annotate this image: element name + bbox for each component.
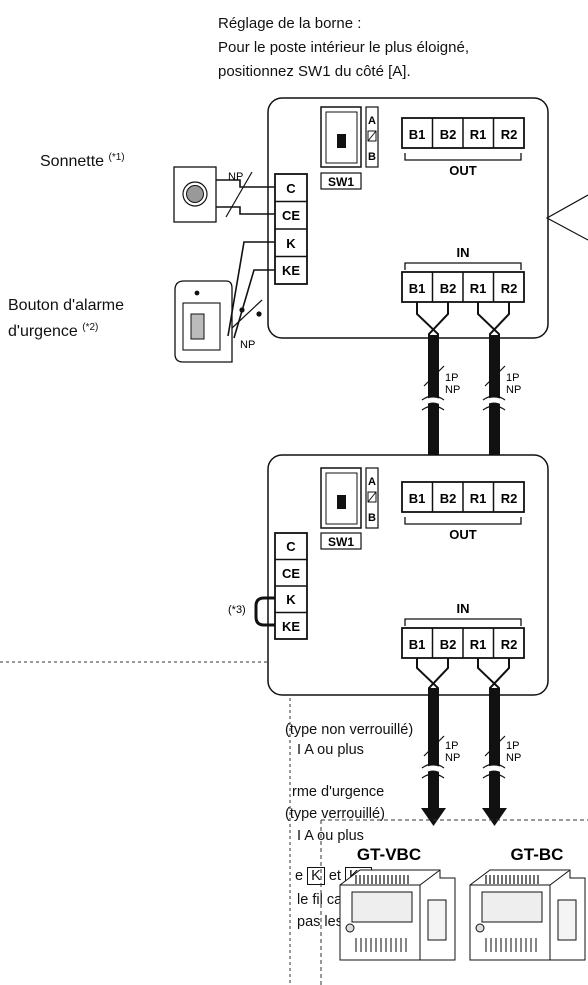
upper-out-b2: B2 [440, 127, 457, 142]
adaptors-frame [320, 819, 588, 985]
alarm-label-line-1: Bouton d'alarme [8, 297, 125, 314]
alarm-label-line-2: d'urgence (*2) [8, 318, 98, 342]
upper-terminal-k: K [286, 236, 296, 251]
note-3a-pre: e [295, 868, 304, 884]
lower-terminal-ce: CE [282, 566, 300, 581]
lower-sw-b: B [368, 512, 376, 524]
lower-in-r2: R2 [501, 637, 518, 652]
lower-terminal-k: K [286, 592, 296, 607]
lower-sw1-switch[interactable]: A B [320, 467, 379, 529]
lower-left-terminals: C CE K KE [274, 532, 308, 640]
lower-out-terminals: B1 B2 R1 R2 OUT [401, 481, 525, 542]
upper-sw-a: A [368, 115, 376, 127]
doorbell-label-text: Sonnette [40, 153, 105, 170]
note-1b: I A ou plus [297, 742, 364, 758]
note-2b: (type verrouillé) [285, 806, 385, 822]
lower-out-r1: R1 [470, 491, 487, 506]
upper-cable-np-right: NP [506, 384, 521, 396]
lower-in-r1: R1 [470, 637, 487, 652]
lower-sw-a: A [368, 476, 376, 488]
alarm-button-device: NP [174, 241, 275, 363]
note-2c-text: A ou plus [304, 828, 364, 844]
header-line-3: positionnez SW1 du côté [A]. [218, 63, 411, 80]
lower-out-r2: R2 [501, 491, 518, 506]
adaptor-gt-bc-image [469, 869, 586, 961]
lower-cable-np-left: NP [445, 752, 460, 764]
lower-sw1-label: SW1 [328, 535, 354, 549]
note-2c: I A ou plus [297, 828, 364, 844]
upper-cable-1p-right: 1P [506, 372, 519, 384]
cable-pair-lower: 1P NP 1P NP [416, 658, 521, 826]
lower-terminal-ke: KE [282, 619, 300, 634]
jumper-wire [254, 596, 275, 627]
upper-out-terminals: B1 B2 R1 R2 OUT [401, 117, 525, 178]
upper-in-b1: B1 [409, 281, 426, 296]
upper-cable-1p-left: 1P [445, 372, 458, 384]
upper-cable-np-left: NP [445, 384, 460, 396]
upper-in-r2: R2 [501, 281, 518, 296]
note-2a: rme d'urgence [292, 784, 385, 800]
lower-cable-np-right: NP [506, 752, 521, 764]
upper-out-r2: R2 [501, 127, 518, 142]
lower-in-terminals: IN B1 B2 R1 R2 [401, 601, 525, 659]
upper-out-label: OUT [449, 163, 477, 178]
upper-in-b2: B2 [440, 281, 457, 296]
upper-out-r1: R1 [470, 127, 487, 142]
cable-pair-upper: 1P NP 1P NP [416, 302, 521, 483]
lower-cable-1p-right: 1P [506, 740, 519, 752]
upper-sw1-label: SW1 [328, 175, 354, 189]
upper-in-label: IN [457, 245, 470, 260]
doorbell-ref: (*1) [108, 152, 125, 163]
note-1a: (type non verrouillé) [285, 722, 414, 738]
adaptor-gt-bc-label: GT-BC [511, 845, 564, 864]
notes-frame [0, 661, 291, 985]
lower-terminal-c: C [286, 539, 296, 554]
upper-in-terminals: IN B1 B2 R1 R2 [401, 245, 525, 303]
upper-sw-b: B [368, 151, 376, 163]
upper-in-r1: R1 [470, 281, 487, 296]
upper-terminal-ce: CE [282, 208, 300, 223]
adaptor-gt-vbc-label: GT-VBC [357, 845, 421, 864]
upper-station: A B SW1 B1 B2 R1 R2 OUT IN B1 B2 [267, 97, 588, 339]
upper-sw1-switch[interactable]: A B [320, 106, 379, 168]
alarm-ref: (*2) [82, 322, 99, 333]
header-line-1: Réglage de la borne : [218, 15, 362, 32]
lower-out-label: OUT [449, 527, 477, 542]
jumper-ref: (*3) [228, 604, 246, 616]
callout-pointer [545, 194, 588, 241]
adaptor-gt-vbc-image [339, 869, 456, 961]
upper-left-terminals: C CE K KE [274, 173, 308, 285]
doorbell-wire-np: NP [228, 171, 243, 183]
upper-terminal-c: C [286, 181, 296, 196]
note-3a-mid: et [328, 868, 341, 884]
note-1b-text: A ou plus [304, 742, 364, 758]
note-3a-terminal-k: K [307, 867, 325, 885]
doorbell-label: Sonnette (*1) [40, 148, 125, 172]
lower-cable-1p-left: 1P [445, 740, 458, 752]
lower-in-b2: B2 [440, 637, 457, 652]
lower-out-b1: B1 [409, 491, 426, 506]
alarm-label-text: d'urgence [8, 323, 78, 340]
alarm-wire-np: NP [240, 339, 255, 351]
lower-station: A B SW1 B1 B2 R1 R2 OUT IN B1 B2 R1 [228, 454, 549, 696]
lower-in-label: IN [457, 601, 470, 616]
upper-terminal-ke: KE [282, 263, 300, 278]
upper-out-b1: B1 [409, 127, 426, 142]
lower-out-b2: B2 [440, 491, 457, 506]
header-line-2: Pour le poste intérieur le plus éloigné, [218, 39, 469, 56]
lower-in-b1: B1 [409, 637, 426, 652]
doorbell-device: NP [173, 166, 275, 223]
